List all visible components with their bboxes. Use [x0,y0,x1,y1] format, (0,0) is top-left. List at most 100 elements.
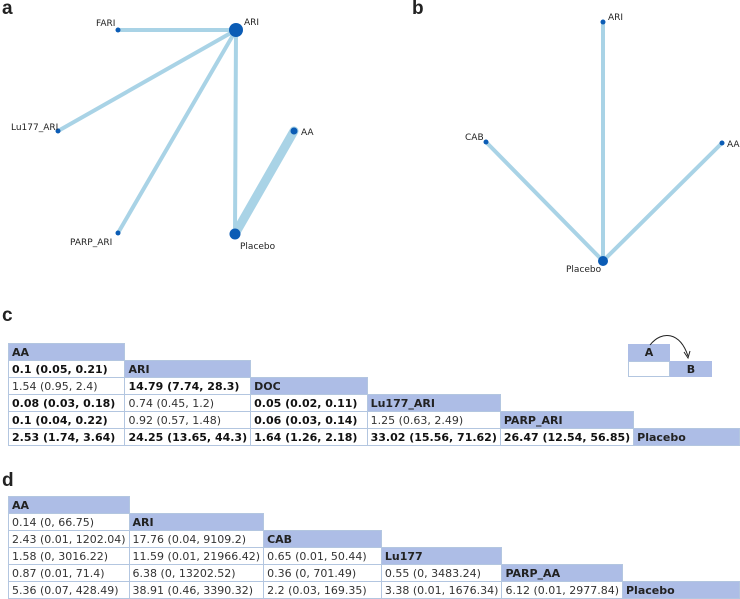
table-c-empty-cell [634,344,740,361]
network-b-node-label-ARI: ARI [608,13,623,23]
network-a-edge-ARI-PARP_ARI [116,28,238,235]
network-a-edge-AA-Placebo [230,126,299,239]
table-c-cell: 0.74 (0.45, 1.2) [124,394,252,412]
table-d-cell: 17.76 (0.04, 9109.2) [128,530,265,548]
table-d-cell: 3.38 (0.01, 1676.34) [380,581,503,599]
table-d-cell: 0.14 (0, 66.75) [8,513,130,531]
network-b-node-AA [719,140,725,146]
network-b-node-ARI [600,19,606,25]
table-d-row: 2.43 (0.01, 1202.04)17.76 (0.04, 9109.2)… [8,530,740,548]
table-d-cell: 0.87 (0.01, 71.4) [8,564,130,582]
table-c-diagonal-DOC: DOC [250,377,368,395]
network-a-edge-ARI-Placebo [233,28,238,236]
table-d-cell: 0.36 (0, 701.49) [263,564,382,582]
table-c-empty-cell [251,344,367,361]
table-c-empty-cell [125,344,251,361]
table-d-cell: 0.65 (0.01, 50.44) [263,547,382,565]
table-c-cell: 0.92 (0.57, 1.48) [124,411,252,429]
table-d-empty-cell [623,531,740,548]
table-d-empty-cell [502,497,623,514]
network-a-node-label-ARI: ARI [244,18,259,28]
table-c-diagonal-Lu177_ARI: Lu177_ARI [366,394,501,412]
network-b-node-label-Placebo: Placebo [566,265,602,275]
table-d-empty-cell [381,497,502,514]
table-d-empty-cell [264,497,382,514]
table-c-row: 0.08 (0.03, 0.18)0.74 (0.45, 1.2)0.05 (0… [7,394,740,412]
table-d-empty-cell [381,531,502,548]
table-d-empty-cell [502,531,623,548]
table-c-cell: 24.25 (13.65, 44.3) [124,428,252,446]
table-c-empty-cell [634,395,740,412]
table-c-row: 1.54 (0.95, 2.4)14.79 (7.74, 28.3)DOC [7,377,740,395]
network-b-edge-AA-Placebo [601,141,724,263]
table-d-row: 1.58 (0, 3016.22)11.59 (0.01, 21966.42)0… [8,547,740,565]
table-d-empty-cell [502,548,623,565]
table-c-cell: 1.54 (0.95, 2.4) [7,377,126,395]
table-d-empty-cell [502,514,623,531]
table-d-empty-cell [129,497,264,514]
network-a-node-ARI [229,23,243,37]
network-a-node-PARP_ARI [115,230,121,236]
table-c-empty-cell [634,378,740,395]
table-d-cell: 1.58 (0, 3016.22) [8,547,130,565]
table-c-cell: 1.64 (1.26, 2.18) [250,428,368,446]
table-c-cell: 0.05 (0.02, 0.11) [250,394,368,412]
table-d-cell: 6.12 (0.01, 2977.84) [501,581,623,599]
network-a-edge-ARI-Lu177_ARI [56,28,238,133]
table-d-cell: 5.36 (0.07, 428.49) [8,581,130,599]
network-a-node-Placebo [229,228,241,240]
table-d-empty-cell [381,514,502,531]
table-c-cell: 1.25 (0.63, 2.49) [366,411,501,429]
table-d-diagonal-Lu177: Lu177 [380,547,503,565]
table-c-empty-cell [251,361,367,378]
table-c-cell: 0.1 (0.04, 0.22) [7,411,126,429]
panel-label-d: d [2,470,14,491]
network-a-node-Lu177_ARI [55,128,61,134]
table-d-cell: 0.55 (0, 3483.24) [380,564,503,582]
network-a-node-AA [290,127,298,135]
network-b-edge-CAB-Placebo [484,140,605,263]
network-b-node-CAB [483,139,489,145]
table-d-cell: 6.38 (0, 13202.52) [128,564,265,582]
table-c-diagonal-AA: AA [7,343,126,361]
table-d-cell: 2.2 (0.03, 169.35) [263,581,382,599]
table-c-cell: 0.08 (0.03, 0.18) [7,394,126,412]
table-c-row: 0.1 (0.05, 0.21)ARI [7,360,740,378]
network-a-node-FARI [115,27,121,33]
table-d-diagonal-ARI: ARI [128,513,265,531]
table-d-diagonal-Placebo: Placebo [622,581,740,599]
table-d-empty-cell [623,514,740,531]
table-d-cell: 11.59 (0.01, 21966.42) [128,547,265,565]
table-d-row: AA [8,496,740,514]
table-c-empty-cell [500,361,633,378]
table-d-diagonal-PARP_AA: PARP_AA [501,564,623,582]
network-b-node-label-AA: AA [727,140,740,150]
table-c-empty-cell [500,344,633,361]
table-c-cell: 0.06 (0.03, 0.14) [250,411,368,429]
table-c-cell: 14.79 (7.74, 28.3) [124,377,252,395]
network-a-node-label-Lu177_ARI: Lu177_ARI [11,123,58,133]
table-d-empty-cell [623,497,740,514]
table-c-cell: 33.02 (15.56, 71.62) [366,428,501,446]
table-d-empty-cell [623,548,740,565]
table-c-empty-cell [634,412,740,429]
network-a-node-label-FARI: FARI [96,19,115,29]
network-b-node-Placebo [598,256,608,266]
panel-label-c: c [2,305,13,326]
table-c-empty-cell [367,361,500,378]
table-d-cell: 2.43 (0.01, 1202.04) [8,530,130,548]
table-c-diagonal-ARI: ARI [124,360,252,378]
table-c-empty-cell [367,344,500,361]
table-c-cell: 26.47 (12.54, 56.85) [499,428,635,446]
table-c-empty-cell [634,361,740,378]
table-d-diagonal-CAB: CAB [263,530,382,548]
table-c-row: 0.1 (0.04, 0.22)0.92 (0.57, 1.48)0.06 (0… [7,411,740,429]
table-d-row: 0.87 (0.01, 71.4)6.38 (0, 13202.52)0.36 … [8,564,740,582]
network-a-node-label-PARP_ARI: PARP_ARI [70,238,112,248]
table-c-cell: 2.53 (1.74, 3.64) [7,428,126,446]
table-c-diagonal-PARP_ARI: PARP_ARI [499,411,635,429]
table-c-empty-cell [367,378,500,395]
